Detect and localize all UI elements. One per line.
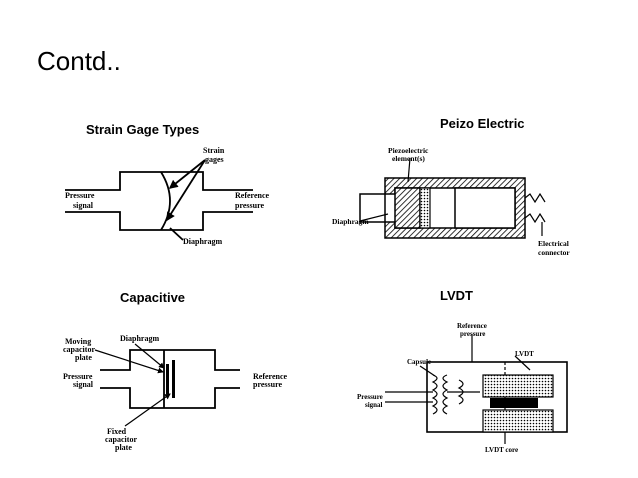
lvdt-reference-label-1: Reference [457,322,487,330]
capacitive-outline-bottom [100,387,240,409]
capacitive-reference-label-2: pressure [253,380,282,389]
lvdt-core-label: LVDT core [485,446,518,454]
lvdt-label: LVDT [515,350,534,358]
capacitive-diaphragm-label: Diaphragm [120,334,159,343]
piezo-diaphragm-label: Diaphragm [332,217,369,226]
moving-plate [166,364,169,394]
piezo-elements-label-1: Piezoelectric [388,146,429,155]
lvdt-diagram: Reference pressure Capsule LVDT Pressure… [357,322,568,454]
capacitive-outline-top [100,349,240,371]
strain-gage-diagram: Strain gages Pressure signal Reference p… [65,146,270,246]
slide-title: Contd.. [37,46,121,76]
capacitive-diagram: Moving capacitor plate Diaphragm Pressur… [63,334,288,452]
fixed-plate-label-2: capacitor [105,435,137,444]
lvdt-coil-bottom [482,409,554,433]
lvdt-pressure-label-2: signal [365,401,383,409]
piezo-heading: Peizo Electric [440,116,525,131]
moving-plate-label-3: plate [75,353,92,362]
lvdt-pressure-label-1: Pressure [357,393,383,401]
strain-gage-diaphragm-shape [160,171,171,231]
capacitive-pressure-label-1: Pressure [63,372,93,381]
diaphragm-label: Diaphragm [183,237,222,246]
lvdt-heading: LVDT [440,288,473,303]
strain-gage-outline-bottom [65,211,253,231]
capacitive-pressure-label-2: signal [73,380,94,389]
piezo-connector-label-2: connector [538,248,570,257]
moving-plate-label-2: capacitor [63,345,95,354]
pressure-signal-label-1: Pressure [65,191,95,200]
strain-gage-heading: Strain Gage Types [86,122,200,137]
strain-gage-outline-top [65,171,253,191]
fixed-plate [172,360,175,398]
piezo-element [394,187,421,229]
strain-gages-label-2: gages [205,155,224,164]
piezo-diagram: Piezoelectric element(s) Diaphragm Elect… [332,146,570,257]
lvdt-reference-label-2: pressure [460,330,485,338]
lvdt-core [490,398,538,408]
strain-gage-arrow [168,159,206,189]
reference-pressure-label-1: Reference [235,191,270,200]
pressure-signal-label-2: signal [73,201,94,210]
fixed-plate-label-1: Fixed [107,427,127,436]
lvdt-capsule-label: Capsule [407,358,431,366]
capacitive-reference-label-1: Reference [253,372,288,381]
lvdt-capsule-bellows [431,374,438,415]
connector-zigzag-top [524,192,546,204]
moving-plate-label-1: Moving [65,337,91,346]
reference-pressure-label-2: pressure [235,201,264,210]
capacitive-heading: Capacitive [120,290,186,305]
lvdt-coil-top [482,374,554,398]
piezo-elements-label-2: element(s) [392,154,425,163]
piezo-connector-label-1: Electrical [538,239,569,248]
strain-gages-label-1: Strain [203,146,225,155]
fixed-plate-label-3: plate [115,443,132,452]
